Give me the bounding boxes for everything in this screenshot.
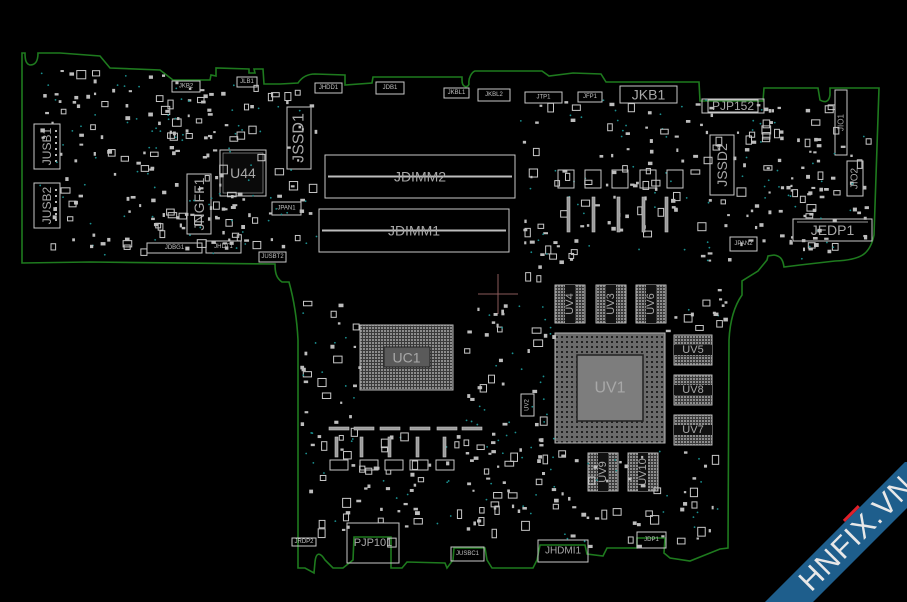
- connector-jusb2[interactable]: JUSB2: [33, 182, 61, 229]
- component-label: JIO1: [837, 114, 846, 131]
- component-label: UV3: [605, 293, 617, 314]
- connector-jdp1[interactable]: JDP1: [636, 531, 667, 549]
- component-label: JRDP2: [294, 539, 314, 545]
- component-label: UV10: [637, 458, 649, 486]
- component-label: JSSD1: [291, 113, 308, 163]
- component-label: JUSB2: [40, 187, 54, 225]
- component-label: UV7: [682, 424, 703, 436]
- component-label: UV9: [597, 461, 609, 482]
- component-label: JDIMM2: [394, 169, 446, 185]
- component-label: UV4: [564, 293, 576, 314]
- component-label: JIO2: [850, 168, 861, 190]
- component-uv5[interactable]: UV5: [673, 334, 713, 366]
- component-label: UC1: [392, 350, 420, 366]
- connector-jtp1[interactable]: JTP1: [524, 91, 563, 104]
- connector-jkb2[interactable]: JKB2: [171, 80, 201, 93]
- component-label: JUSBT2: [261, 254, 284, 260]
- connector-jdbg1[interactable]: JDBG1: [146, 242, 203, 254]
- connector-pjp101[interactable]: PJP101: [346, 522, 400, 564]
- component-label: JDBG1: [165, 245, 185, 251]
- component-label: JSSD2: [714, 143, 730, 187]
- connector-jpan2[interactable]: JPAN2: [729, 236, 758, 252]
- component-label: JHDD1: [319, 85, 339, 91]
- passive-components: [39, 70, 872, 549]
- component-label: PJP152: [712, 99, 754, 113]
- component-label: UV8: [682, 384, 703, 396]
- component-label: JPAN1: [277, 206, 296, 212]
- component-label: JKB1: [632, 87, 666, 103]
- connector-jkb1[interactable]: JKB1: [619, 85, 678, 104]
- connector-jssd1[interactable]: JSSD1: [286, 106, 312, 170]
- connector-jhdd1[interactable]: JHDD1: [314, 82, 343, 94]
- connector-jkbl1[interactable]: JKBL1: [443, 87, 470, 99]
- component-label: PJP101: [354, 537, 393, 549]
- component-label: UV5: [682, 344, 703, 356]
- component-label: JHDT1: [214, 244, 233, 250]
- connector-jusbc1[interactable]: JUSBC1: [450, 546, 485, 562]
- connector-jkbl2[interactable]: JKBL2: [477, 88, 511, 102]
- component-uv8[interactable]: UV8: [673, 374, 713, 406]
- component-label: JKBL1: [448, 90, 466, 96]
- component-label: JDP1: [644, 537, 659, 543]
- connector-jlb1[interactable]: JLB1: [236, 76, 258, 88]
- component-label: JPAN2: [734, 241, 753, 247]
- connector-jhdmi1[interactable]: JHDMI1: [537, 539, 589, 563]
- component-label: JLB1: [240, 79, 254, 85]
- component-label: UV6: [645, 293, 657, 314]
- component-jdimm2[interactable]: JDIMM2: [324, 154, 516, 199]
- component-label: UV1: [594, 380, 625, 397]
- crosshair-cursor-icon: [478, 274, 518, 314]
- component-label: JHDMI1: [545, 546, 582, 557]
- connector-jusbt2[interactable]: JUSBT2: [258, 251, 287, 263]
- connector-uv2[interactable]: UV2: [520, 393, 535, 417]
- connector-jssd2[interactable]: JSSD2: [709, 134, 735, 196]
- component-uv9[interactable]: UV9: [587, 452, 619, 492]
- component-label: JTP1: [536, 95, 551, 101]
- component-label: UV2: [525, 399, 531, 411]
- component-label: JDB1: [383, 85, 398, 91]
- connector-jpan1[interactable]: JPAN1: [271, 201, 302, 216]
- component-uv7[interactable]: UV7: [673, 414, 713, 446]
- component-uv6[interactable]: UV6: [635, 284, 667, 324]
- component-label: JFP1: [583, 94, 598, 100]
- connector-jedp1[interactable]: JEDP1: [792, 218, 873, 242]
- connector-jio1[interactable]: JIO1: [834, 89, 848, 156]
- connector-jrdp2[interactable]: JRDP2: [291, 537, 317, 547]
- component-label: JUSBC1: [456, 551, 480, 557]
- connector-jdb1[interactable]: JDB1: [375, 81, 405, 95]
- connector-jio2[interactable]: JIO2: [846, 160, 864, 197]
- component-jdimm1[interactable]: JDIMM1: [318, 208, 510, 253]
- board-outline: [21, 52, 880, 575]
- component-uv4[interactable]: UV4: [554, 284, 586, 324]
- component-label: JNGFF1: [191, 177, 207, 230]
- component-uc1[interactable]: UC1: [359, 324, 454, 391]
- component-label: JKBL2: [485, 92, 503, 98]
- component-u44[interactable]: U44: [219, 149, 267, 197]
- component-label: JUSB1: [40, 128, 54, 166]
- component-uv3[interactable]: UV3: [595, 284, 627, 324]
- component-label: JEDP1: [811, 222, 855, 238]
- component-label: U44: [230, 165, 256, 181]
- connector-jfp1[interactable]: JFP1: [577, 91, 603, 103]
- component-label: JDIMM1: [388, 223, 440, 239]
- component-uv1[interactable]: UV1: [554, 332, 666, 444]
- component-label: JKB2: [179, 84, 194, 90]
